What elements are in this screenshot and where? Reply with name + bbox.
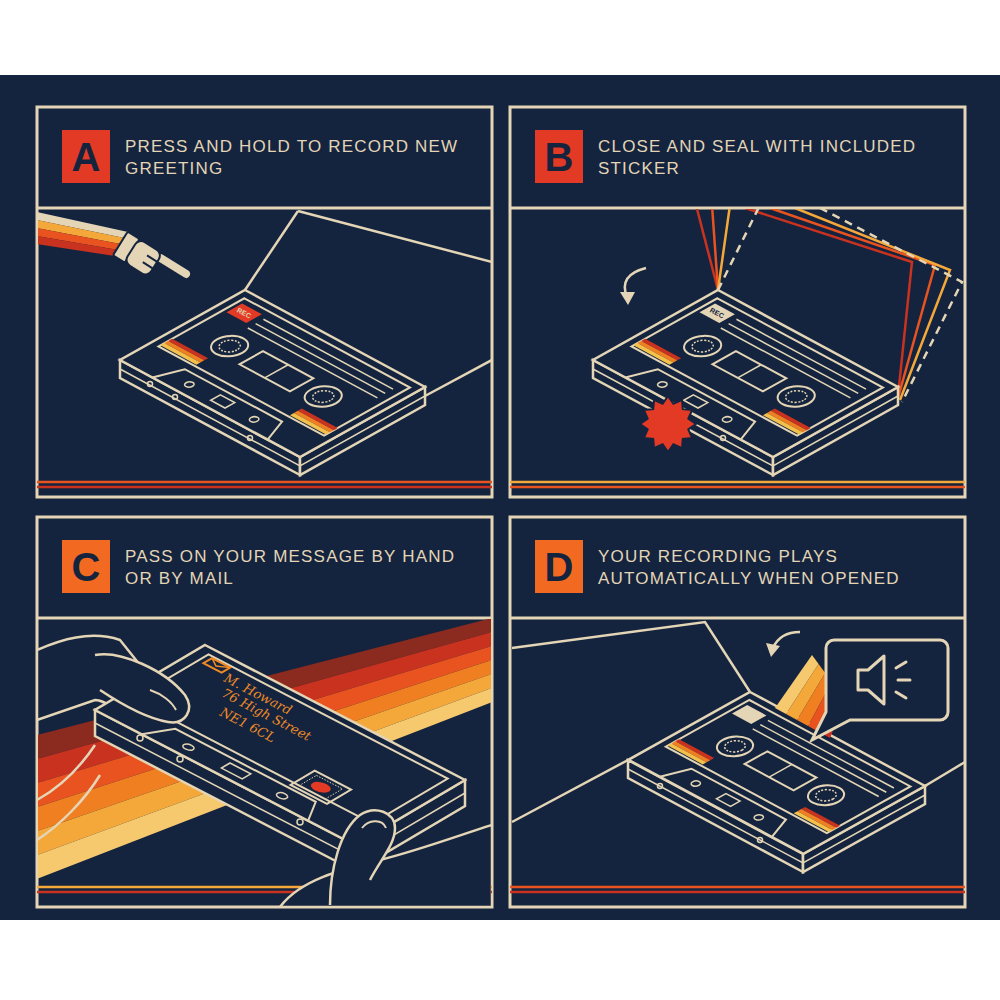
panel-rules bbox=[510, 886, 965, 889]
panel-rules bbox=[510, 891, 965, 894]
rec-button-label: REC bbox=[709, 306, 725, 319]
panel-c-art bbox=[38, 745, 100, 840]
panel-c-art bbox=[150, 690, 176, 710]
panel-d-art bbox=[732, 705, 766, 724]
panel-b-art bbox=[593, 290, 898, 457]
step-letter: C bbox=[62, 540, 110, 593]
panel-frames bbox=[37, 517, 492, 907]
panel-b-art bbox=[620, 292, 635, 305]
panel-c-art bbox=[135, 658, 405, 804]
panel-a-art bbox=[227, 303, 262, 322]
panel-d-art bbox=[668, 705, 901, 832]
panel-frames bbox=[37, 208, 965, 618]
panel-d-art bbox=[758, 838, 763, 843]
panel-a-art bbox=[120, 290, 425, 457]
step-instruction: PASS ON YOUR MESSAGE BY HAND OR BY MAIL bbox=[125, 546, 465, 590]
panel-d-art bbox=[732, 705, 766, 724]
panel-a-art bbox=[160, 304, 400, 435]
panel-d-art bbox=[896, 662, 910, 698]
panel-a-art bbox=[124, 238, 163, 277]
panel-rules bbox=[510, 481, 965, 484]
rec-button-label: REC bbox=[236, 306, 252, 319]
step-header: YOUR RECORDING PLAYS AUTOMATICALLY WHEN … bbox=[510, 517, 965, 618]
panel-frames bbox=[510, 517, 965, 907]
step-instruction: YOUR RECORDING PLAYS AUTOMATICALLY WHEN … bbox=[598, 546, 938, 590]
step-header: PRESS AND HOLD TO RECORD NEW GREETING A bbox=[37, 107, 492, 208]
panel-a-art bbox=[227, 303, 262, 322]
step-instruction: PRESS AND HOLD TO RECORD NEW GREETING bbox=[125, 136, 465, 180]
panel-rules bbox=[510, 486, 965, 489]
panel-a-art bbox=[113, 232, 193, 297]
background bbox=[0, 75, 1000, 920]
step-letter: B bbox=[535, 130, 583, 183]
panel-c-art bbox=[207, 658, 230, 670]
step-letter-badge: B bbox=[535, 130, 583, 183]
step-header: CLOSE AND SEAL WITH INCLUDED STICKER B bbox=[510, 107, 965, 208]
panel-a-art bbox=[38, 236, 117, 256]
panel-c-art bbox=[299, 775, 342, 799]
panel-d-art bbox=[658, 784, 663, 789]
panel-a-art bbox=[248, 436, 253, 441]
panel-rules bbox=[37, 486, 492, 489]
step-instruction: CLOSE AND SEAL WITH INCLUDED STICKER bbox=[598, 136, 938, 180]
panel-frames bbox=[510, 107, 965, 497]
panel-d-art bbox=[812, 640, 948, 740]
panel-a-art bbox=[173, 395, 178, 400]
panel-c-art bbox=[291, 771, 351, 804]
panel-c-art bbox=[95, 645, 465, 845]
panel-c-art bbox=[38, 619, 491, 906]
step-letter-badge: D bbox=[535, 540, 583, 593]
panel-a-art bbox=[143, 255, 157, 268]
step-letter: D bbox=[535, 540, 583, 593]
panel-a-art bbox=[38, 211, 491, 475]
panel-c-art bbox=[203, 658, 230, 673]
panel-b-art bbox=[721, 436, 726, 441]
panel-c-art bbox=[330, 810, 395, 905]
panel-c-art bbox=[177, 756, 183, 762]
step-letter-badge: C bbox=[62, 540, 110, 593]
panel-frames bbox=[37, 107, 965, 907]
step-letter-badge: A bbox=[62, 130, 110, 183]
step-letter: A bbox=[62, 130, 110, 183]
panel-d-art bbox=[766, 643, 780, 657]
panel-frames bbox=[37, 107, 492, 497]
panel-c-art bbox=[307, 780, 335, 795]
panel-rules bbox=[37, 481, 492, 484]
panel-c-art bbox=[297, 819, 303, 825]
panel-d-art bbox=[858, 656, 884, 704]
panel-a-art bbox=[148, 382, 153, 387]
panel-b-art bbox=[700, 303, 735, 322]
step-header: PASS ON YOUR MESSAGE BY HAND OR BY MAIL C bbox=[37, 517, 492, 618]
panel-d-art bbox=[512, 622, 964, 872]
panel-rules bbox=[37, 482, 965, 892]
panel-b-art bbox=[640, 396, 696, 452]
panel-c-art bbox=[362, 821, 386, 828]
panel-b-art bbox=[593, 209, 962, 475]
panel-c-art bbox=[95, 654, 189, 722]
panel-b-art bbox=[700, 303, 735, 322]
